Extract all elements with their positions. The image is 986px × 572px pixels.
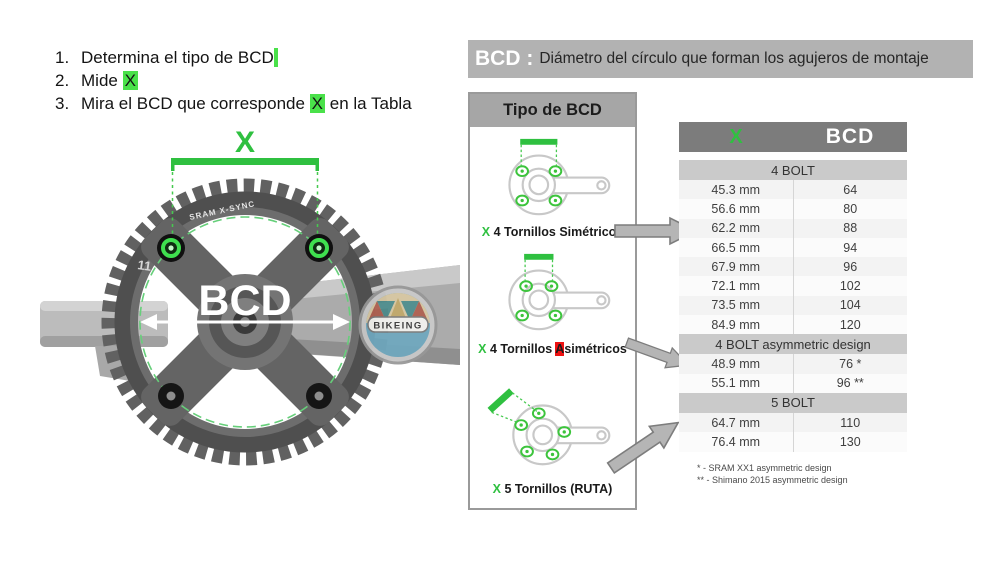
arrow-to-4bolt-asymmetric <box>624 337 690 369</box>
type-label-symmetric: X 4 Tornillos Simétricos <box>481 225 624 239</box>
footnote: ** - Shimano 2015 asymmetric design <box>697 475 848 485</box>
section-header-4bolt: 4 BOLT <box>679 160 907 180</box>
red-highlight: A <box>555 342 565 356</box>
x-measure-bar <box>487 388 514 413</box>
x-highlight: X <box>309 94 326 113</box>
footnote: * - SRAM XX1 asymmetric design <box>697 463 832 473</box>
bcd-definition-bar: BCD : Diámetro del círculo que forman lo… <box>468 40 973 78</box>
x-measure-bracket <box>171 158 319 237</box>
section-header-5bolt: 5 BOLT <box>679 392 907 413</box>
instructions-list: 1. Determina el tipo de BCD 2. Mide X 3.… <box>55 46 412 115</box>
item-text: Mide X <box>81 71 138 90</box>
diagram-4-bolt-symmetric <box>508 138 611 216</box>
diagram-5-bolt-road <box>487 388 611 466</box>
item-number: 2. <box>55 71 70 90</box>
x-measure-bar <box>520 138 558 145</box>
table-footnotes: * - SRAM XX1 asymmetric design ** - Shim… <box>697 462 848 486</box>
table-header: X BCD <box>679 122 907 152</box>
list-item: 3. Mira el BCD que corresponde X en la T… <box>55 92 412 115</box>
type-label-asymmetric: X 4 Tornillos Asimétricos <box>478 342 627 356</box>
ring-size-text: 11 <box>137 257 153 274</box>
item-text: Mira el BCD que corresponde X en la Tabl… <box>81 94 412 113</box>
bolt-holes <box>515 165 563 207</box>
bikeing-logo: BIKEING <box>358 285 438 365</box>
type-panel-title: Tipo de BCD <box>470 94 635 127</box>
item-number: 3. <box>55 94 70 113</box>
bcd-type-panel: Tipo de BCD X 4 Torn <box>468 92 637 510</box>
section-header-4bolt-asymmetric: 4 BOLT asymmetric design <box>679 334 907 355</box>
type-label-road: X 5 Tornillos (RUTA) <box>492 482 613 496</box>
bcd-definition-text: Diámetro del círculo que forman los aguj… <box>539 50 929 67</box>
bolt-holes <box>515 280 563 322</box>
bcd-term: BCD : <box>475 47 534 70</box>
column-header-x: X <box>729 125 743 148</box>
arrow-to-5bolt <box>606 421 680 475</box>
bikeing-logo-text: BIKEING <box>373 321 422 332</box>
list-item: 1. Determina el tipo de BCD <box>55 46 412 69</box>
list-item: 2. Mide X <box>55 69 412 92</box>
x-highlight: X <box>122 71 138 90</box>
bcd-label: BCD <box>198 277 291 325</box>
item-text: Determina el tipo de BCD <box>81 46 278 69</box>
chainring-bolts <box>157 234 333 409</box>
bcd-arrow <box>140 314 350 330</box>
x-measure-bar <box>524 253 554 260</box>
bolt-holes <box>514 407 572 461</box>
diagram-4-bolt-asymmetric <box>508 253 611 331</box>
item-number: 1. <box>55 48 70 67</box>
x-label: X <box>235 126 255 159</box>
x-highlight <box>273 48 278 67</box>
crankset-figure: SRAM X-SYNC 11 X BCD <box>40 126 460 466</box>
column-header-bcd: BCD <box>825 125 875 148</box>
